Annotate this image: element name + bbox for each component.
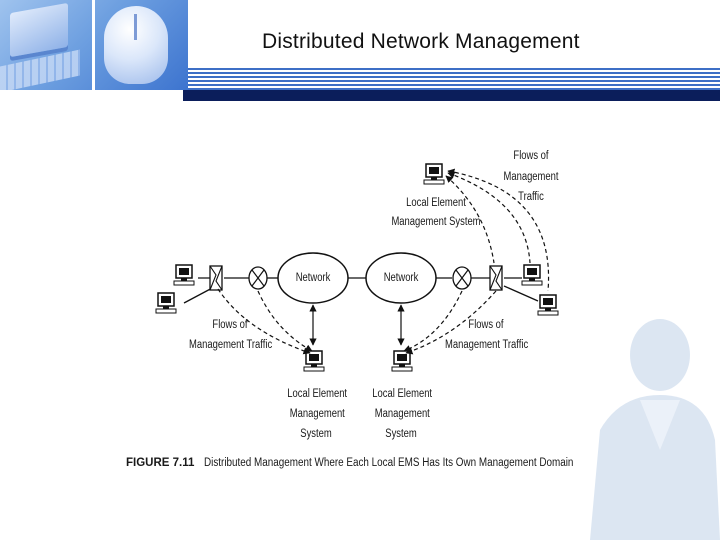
ems-bottom-left-line2: Management [289, 408, 345, 420]
photo-divider [92, 0, 95, 90]
ems-bottom-right-line3: System [385, 428, 417, 440]
network-right-ellipse [365, 252, 437, 304]
network-right-label: Network [383, 272, 419, 284]
background-person-image [590, 319, 720, 540]
slide-title: Distributed Network Management [262, 30, 580, 53]
header-stripes [188, 68, 720, 90]
right-multiplexer-icon [489, 265, 503, 291]
flow-top-2 [447, 171, 531, 264]
flow-left-2 [257, 290, 313, 352]
caption-text: Distributed Management Where Each Local … [203, 457, 573, 469]
laptop-image [10, 2, 68, 58]
right-top-computer-icon [521, 264, 543, 286]
flow-right-1 [405, 290, 497, 355]
flows-right-line1: Flows of [468, 319, 504, 331]
header-banner: Distributed Network Management [0, 0, 720, 101]
network-left-ellipse [277, 252, 349, 304]
ems-bottom-right-line1: Local Element [372, 388, 433, 400]
title-area [188, 0, 720, 68]
top-ems-label-line2: Management System [391, 216, 481, 228]
left-router-icon [248, 266, 268, 290]
caption-figure-number: FIGURE 7.11 [126, 457, 195, 469]
left-multiplexer-icon [209, 265, 223, 291]
flows-top-right-line1: Flows of [513, 150, 549, 162]
bottom-right-ems-computer-icon [391, 350, 413, 372]
top-ems-label-line1: Local Element [406, 197, 466, 209]
flows-left-line1: Flows of [212, 319, 248, 331]
top-ems-computer-icon [423, 163, 445, 185]
network-diagram: Network Network Local Element Management… [126, 131, 594, 485]
left-top-computer-icon [173, 264, 195, 286]
network-left-label: Network [295, 272, 331, 284]
left-bottom-computer-icon [155, 292, 177, 314]
header-photo [0, 0, 188, 90]
header-navy-bar [183, 90, 720, 101]
bottom-left-ems-computer-icon [303, 350, 325, 372]
right-bottom-computer-icon [537, 294, 559, 316]
flow-top-1 [445, 175, 495, 264]
flows-left-line2: Management Traffic [189, 339, 273, 351]
flow-top-3 [447, 168, 550, 292]
flows-top-right-line2: Management [503, 171, 559, 183]
mouse-image [104, 6, 168, 84]
network-links [183, 277, 539, 304]
ems-bottom-right-line2: Management [374, 408, 430, 420]
flow-right-2 [403, 290, 463, 352]
ems-bottom-left-line1: Local Element [287, 388, 348, 400]
right-router-icon [452, 266, 472, 290]
flows-top-right-line3: Traffic [518, 191, 544, 203]
figure-caption: FIGURE 7.11 Distributed Management Where… [126, 457, 594, 469]
flow-left-1 [217, 288, 311, 355]
diagram-drawing [155, 163, 559, 372]
ems-bottom-left-line3: System [300, 428, 332, 440]
flows-right-line2: Management Traffic [445, 339, 529, 351]
